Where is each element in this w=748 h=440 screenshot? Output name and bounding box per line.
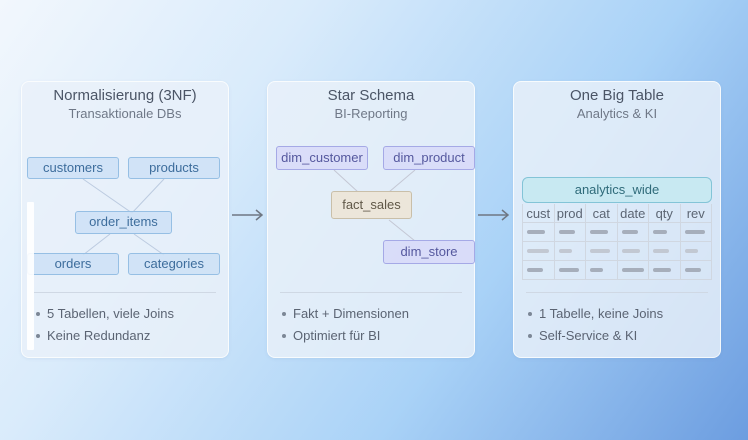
placeholder-cell [617, 222, 649, 242]
star-schema-bullet-list: Fakt + Dimensionen Optimiert für BI [282, 306, 409, 350]
column-header: rev [680, 204, 712, 223]
star-schema-divider [280, 292, 462, 293]
normalized-title: Normalisierung (3NF) [53, 87, 197, 104]
normalized-panel: Normalisierung (3NF) Transaktionale DBs … [21, 81, 229, 358]
bullet-item: Keine Redundanz [36, 328, 174, 350]
placeholder-cell [554, 222, 586, 242]
arrow-right-icon [232, 209, 264, 221]
one-big-table-title: One Big Table [570, 87, 664, 104]
normalized-bullet-list: 5 Tabellen, viele Joins Keine Redundanz [36, 306, 174, 350]
column-header: qty [648, 204, 681, 223]
star-schema-connectors [333, 169, 416, 242]
placeholder-cell [522, 222, 555, 242]
fact-sales-node: fact_sales [331, 191, 412, 219]
one-big-table-divider [526, 292, 708, 293]
connector-order-items-categories [133, 233, 165, 256]
column-header: prod [554, 204, 586, 223]
dim-product-node: dim_product [383, 146, 475, 170]
placeholder-cell [648, 260, 681, 280]
placeholder-cell [648, 222, 681, 242]
analytics-wide-table: cust prod cat date qty rev [522, 204, 712, 280]
connector-dim-customer-fact [333, 169, 359, 193]
placeholder-cell [522, 260, 555, 280]
column-header: date [617, 204, 649, 223]
accent-strip [27, 202, 34, 350]
bullet-item: Fakt + Dimensionen [282, 306, 409, 328]
one-big-table-panel: One Big Table Analytics & KI analytics_w… [513, 81, 721, 358]
table-header-row: cust prod cat date qty rev [522, 204, 712, 223]
connector-dim-product-fact [388, 169, 416, 193]
normalized-subtitle: Transaktionale DBs [68, 106, 182, 121]
connector-fact-dim-store [388, 219, 416, 242]
column-header: cat [585, 204, 618, 223]
dim-customer-node: dim_customer [276, 146, 368, 170]
products-table-node: products [128, 157, 220, 179]
placeholder-cell [617, 241, 649, 261]
connector-order-items-orders [82, 233, 111, 256]
placeholder-cell [585, 260, 618, 280]
placeholder-cell [585, 222, 618, 242]
placeholder-cell [522, 241, 555, 261]
one-big-table-bullet-list: 1 Tabelle, keine Joins Self-Service & KI [528, 306, 663, 350]
star-schema-subtitle: BI-Reporting [334, 106, 408, 121]
column-header: cust [522, 204, 555, 223]
categories-table-node: categories [128, 253, 220, 275]
placeholder-cell [554, 260, 586, 280]
star-schema-title: Star Schema [327, 87, 415, 104]
table-row [522, 241, 712, 261]
star-schema-panel: Star Schema BI-Reporting dim_customer di… [267, 81, 475, 358]
placeholder-cell [648, 241, 681, 261]
connector-customers-order-items [82, 178, 133, 214]
orders-table-node: orders [27, 253, 119, 275]
placeholder-cell [680, 222, 712, 242]
customers-table-node: customers [27, 157, 119, 179]
dim-store-node: dim_store [383, 240, 475, 264]
placeholder-cell [585, 241, 618, 261]
placeholder-cell [617, 260, 649, 280]
normalized-connectors [82, 178, 165, 256]
placeholder-cell [680, 260, 712, 280]
table-row [522, 260, 712, 280]
placeholder-cell [554, 241, 586, 261]
bullet-item: 5 Tabellen, viele Joins [36, 306, 174, 328]
analytics-wide-table-header: analytics_wide [522, 177, 712, 203]
order-items-table-node: order_items [75, 211, 172, 234]
bullet-item: Optimiert für BI [282, 328, 409, 350]
table-row [522, 222, 712, 242]
bullet-item: Self-Service & KI [528, 328, 663, 350]
bullet-item: 1 Tabelle, keine Joins [528, 306, 663, 328]
arrow-right-icon [478, 209, 510, 221]
normalized-divider [34, 292, 216, 293]
placeholder-cell [680, 241, 712, 261]
connector-products-order-items [131, 178, 165, 214]
one-big-table-subtitle: Analytics & KI [576, 106, 658, 121]
